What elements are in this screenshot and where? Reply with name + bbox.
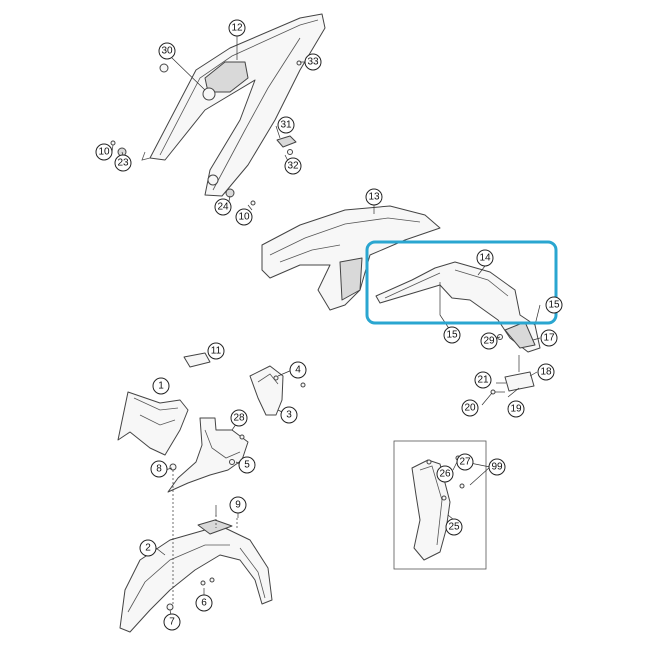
svg-text:10: 10	[98, 147, 110, 158]
callout-2: 2	[139, 539, 157, 557]
highlight-frame	[365, 240, 558, 325]
svg-text:21: 21	[477, 375, 489, 386]
callout-23: 23	[114, 154, 132, 172]
plate-bracket	[490, 355, 535, 395]
callout-11: 11	[207, 342, 225, 360]
callout-14: 14	[476, 249, 494, 267]
svg-text:25: 25	[448, 522, 460, 533]
callout-10a: 10	[95, 143, 113, 161]
svg-text:23: 23	[117, 158, 129, 169]
svg-text:29: 29	[483, 336, 495, 347]
svg-text:13: 13	[368, 192, 380, 203]
callout-19: 19	[507, 400, 525, 418]
svg-text:10: 10	[238, 212, 250, 223]
svg-text:30: 30	[161, 46, 173, 57]
callout-18: 18	[537, 363, 555, 381]
callout-21: 21	[474, 371, 492, 389]
callout-25: 25	[445, 518, 463, 536]
svg-text:7: 7	[169, 617, 175, 628]
callout-8: 8	[150, 460, 168, 478]
callout-15a: 15	[443, 326, 461, 344]
svg-text:15: 15	[446, 330, 458, 341]
callout-3: 3	[280, 406, 298, 424]
svg-text:99: 99	[491, 462, 503, 473]
callout-15b: 15	[545, 296, 563, 314]
svg-text:4: 4	[295, 365, 301, 376]
svg-text:2: 2	[145, 543, 151, 554]
callout-99: 99	[488, 458, 506, 476]
svg-text:26: 26	[439, 469, 451, 480]
rear-fender	[375, 261, 541, 353]
seat-assembly	[141, 13, 326, 197]
svg-text:11: 11	[211, 346, 222, 357]
svg-text:19: 19	[510, 404, 522, 415]
callout-12: 12	[228, 19, 246, 37]
svg-text:27: 27	[459, 457, 471, 468]
svg-text:8: 8	[156, 464, 162, 475]
callout-13: 13	[365, 188, 383, 206]
svg-text:1: 1	[158, 381, 164, 392]
mud-flap	[411, 455, 465, 561]
svg-text:12: 12	[231, 23, 243, 34]
headlight-bracket	[249, 365, 306, 416]
headlight-lens	[183, 352, 211, 368]
svg-text:18: 18	[540, 367, 552, 378]
svg-text:20: 20	[464, 403, 476, 414]
callout-6: 6	[195, 594, 213, 612]
svg-text:3: 3	[286, 410, 292, 421]
callout-33: 33	[304, 53, 322, 71]
callout-32: 32	[284, 157, 302, 175]
svg-text:28: 28	[233, 413, 245, 424]
callout-28: 28	[230, 409, 248, 427]
callout-24: 24	[214, 198, 232, 216]
callout-9: 9	[229, 496, 247, 514]
callout-20: 20	[461, 399, 479, 417]
svg-text:33: 33	[307, 57, 319, 68]
side-panel	[261, 205, 441, 311]
callout-5: 5	[238, 456, 256, 474]
front-fender	[119, 463, 273, 633]
callout-26: 26	[436, 465, 454, 483]
svg-text:24: 24	[217, 202, 229, 213]
svg-text:14: 14	[479, 253, 491, 264]
inset-frame	[393, 440, 487, 570]
svg-text:17: 17	[543, 333, 555, 344]
callout-27: 27	[456, 453, 474, 471]
callout-1: 1	[152, 377, 170, 395]
svg-text:6: 6	[201, 598, 207, 609]
callout-30: 30	[158, 42, 176, 60]
svg-text:9: 9	[235, 500, 241, 511]
callout-10b: 10	[235, 208, 253, 226]
callout-7: 7	[163, 613, 181, 631]
callout-29: 29	[480, 332, 498, 350]
svg-text:32: 32	[287, 161, 299, 172]
headlight-mask	[117, 391, 189, 456]
callout-31: 31	[277, 116, 295, 134]
svg-text:5: 5	[244, 460, 250, 471]
front-fairing	[167, 417, 249, 493]
callout-4: 4	[289, 361, 307, 379]
callout-17: 17	[540, 329, 558, 347]
svg-text:15: 15	[548, 300, 560, 311]
svg-text:31: 31	[280, 120, 292, 131]
